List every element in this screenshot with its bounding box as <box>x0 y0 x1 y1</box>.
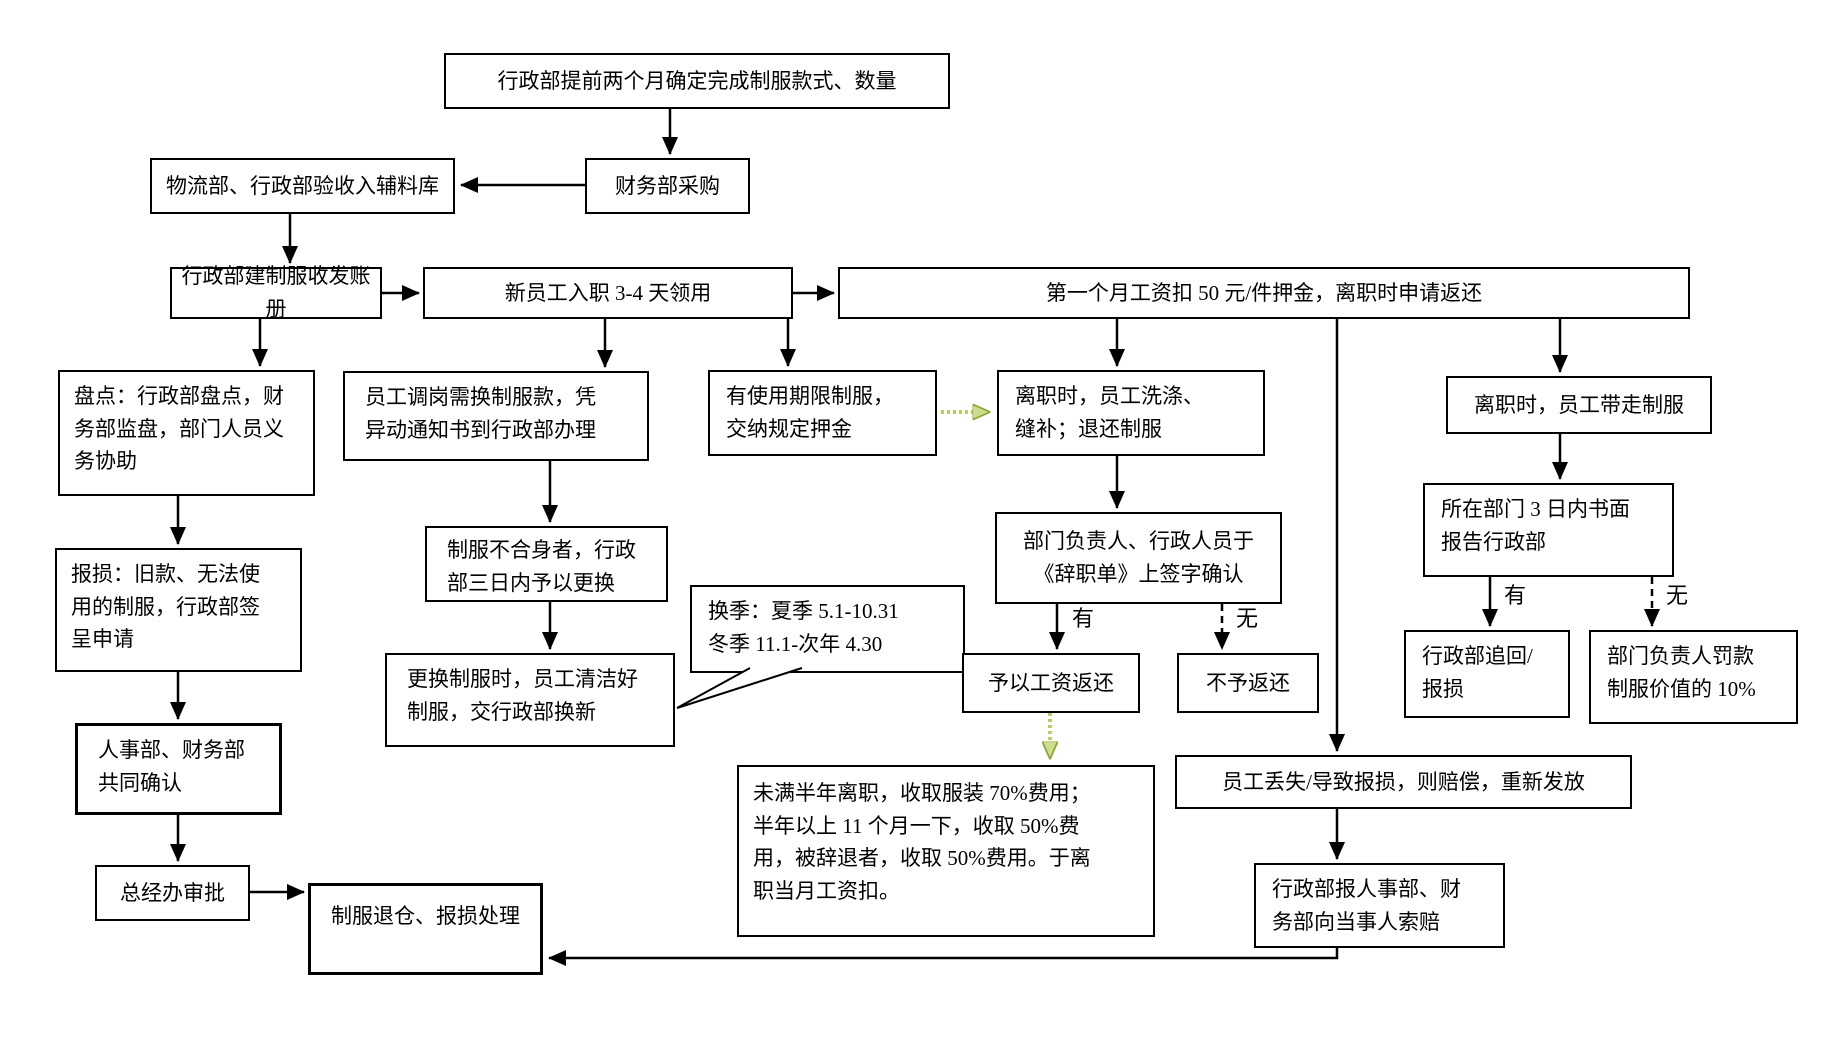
edge-label-refund-yes: 有 <box>1072 606 1095 631</box>
node-lost-compensate: 员工丢失/导致报损，则赔偿，重新发放 <box>1175 755 1632 809</box>
node-fee-rules: 未满半年离职，收取服装 70%费用； 半年以上 11 个月一下，收取 50%费 … <box>737 765 1155 937</box>
node-limited-term: 有使用期限制服， 交纳规定押金 <box>708 370 937 456</box>
node-refund-yes: 予以工资返还 <box>962 653 1140 713</box>
node-season-note-callout: 换季：夏季 5.1-10.31 冬季 11.1-次年 4.30 <box>690 585 965 673</box>
node-claim: 行政部报人事部、财 务部向当事人索赔 <box>1254 863 1505 948</box>
node-newhire: 新员工入职 3-4 天领用 <box>423 267 793 319</box>
node-dept-report: 所在部门 3 日内书面 报告行政部 <box>1423 483 1674 577</box>
edge-label-refund-no: 无 <box>1236 606 1259 631</box>
node-damage-report: 报损：旧款、无法使 用的制服，行政部签 呈申请 <box>55 548 302 672</box>
node-clean-exchange: 更换制服时，员工清洁好 制服，交行政部换新 <box>385 653 675 747</box>
node-take-away: 离职时，员工带走制服 <box>1446 376 1712 434</box>
edge-label-report-no: 无 <box>1666 583 1689 608</box>
node-uniform-return: 制服退仓、报损处理 <box>308 883 543 975</box>
node-purchase: 财务部采购 <box>585 158 750 214</box>
edge-label-report-yes: 有 <box>1504 583 1527 608</box>
node-transfer: 员工调岗需换制服款，凭 异动通知书到行政部办理 <box>343 371 649 461</box>
node-refund-no: 不予返还 <box>1177 653 1319 713</box>
node-gm-approve: 总经办审批 <box>95 865 250 921</box>
node-warehouse: 物流部、行政部验收入辅料库 <box>150 158 455 214</box>
node-resign-wash: 离职时，员工洗涤、 缝补；退还制服 <box>997 370 1265 456</box>
node-dept-fine: 部门负责人罚款 制服价值的 10% <box>1589 630 1798 724</box>
node-inventory: 盘点：行政部盘点，财 务部监盘，部门人员义 务协助 <box>58 370 315 496</box>
node-deposit: 第一个月工资扣 50 元/件押金，离职时申请返还 <box>838 267 1690 319</box>
node-admin-recover: 行政部追回/ 报损 <box>1404 630 1570 718</box>
node-hr-finance-confirm: 人事部、财务部 共同确认 <box>75 723 282 815</box>
node-ledger: 行政部建制服收发账册 <box>170 264 382 321</box>
node-sign-confirm: 部门负责人、行政人员于 《辞职单》上签字确认 <box>995 512 1282 604</box>
node-unfit: 制服不合身者，行政 部三日内予以更换 <box>425 526 668 602</box>
node-title: 行政部提前两个月确定完成制服款式、数量 <box>444 53 950 109</box>
